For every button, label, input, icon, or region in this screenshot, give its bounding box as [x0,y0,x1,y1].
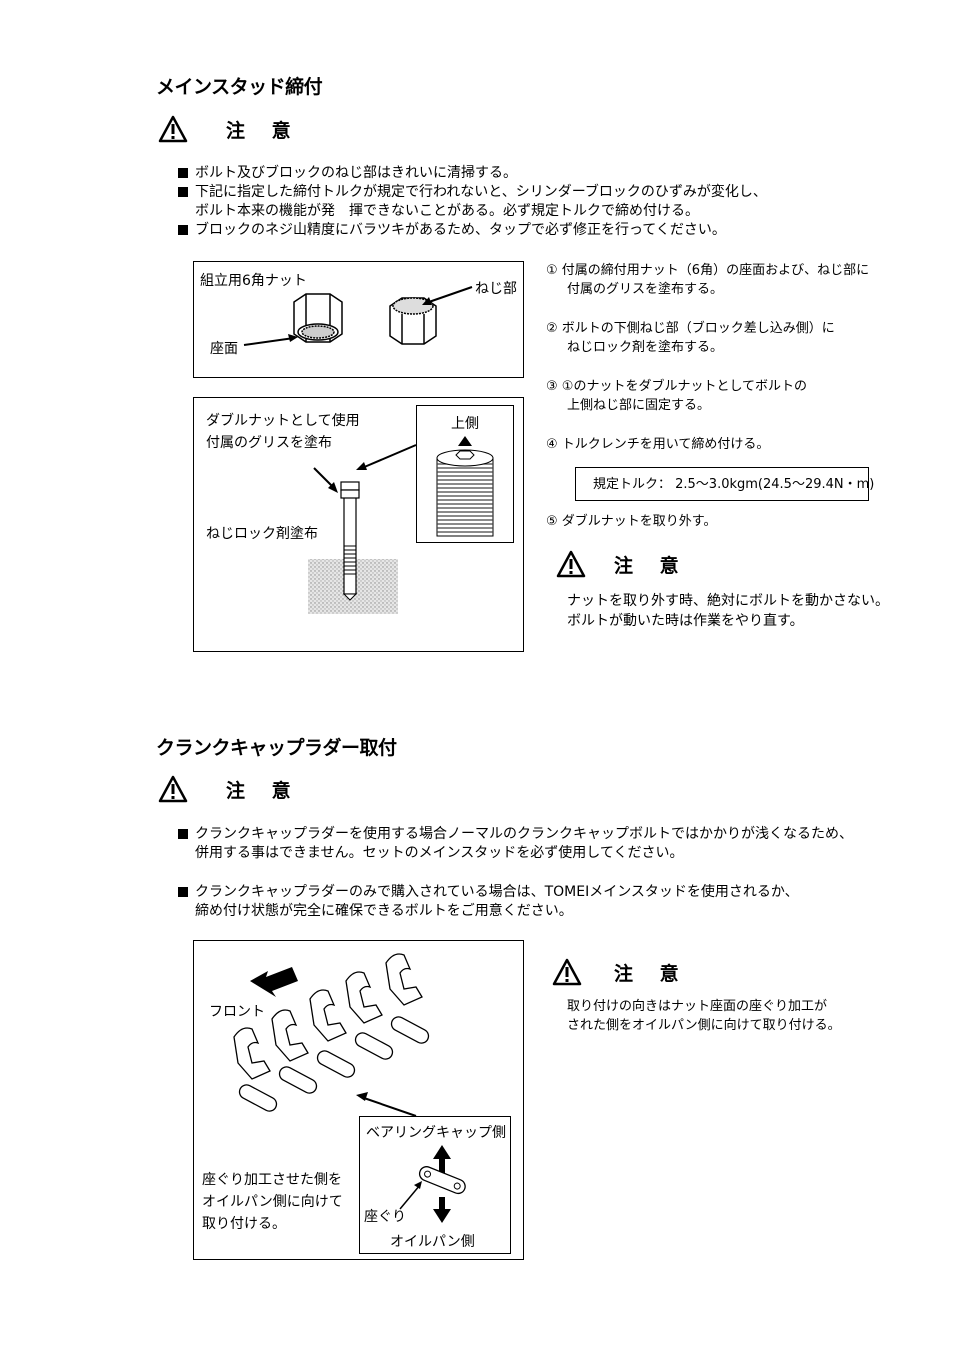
caution-bullet-2: クランクキャップラダーのみで購入されている場合は、TOMEIメインスタッドを使用… [178,883,799,921]
stud-figure: ダブルナットとして使用 付属のグリスを塗布 ねじロック剤塗布 上側 [193,397,524,652]
torque-spec: 規定トルク： 2.5～3.0kgm(24.5～29.4N・m) [593,476,875,492]
caution-bullet-1: クランクキャップラダーを使用する場合ノーマルのクランクキャップボルトではかかりが… [178,825,853,863]
grease-label: 付属のグリスを塗布 [206,435,332,451]
double-nut-label: ダブルナットとして使用 [206,413,360,429]
ladder-drawing [233,953,430,1117]
thread-label: ねじ部 [475,281,517,297]
torque-spec-box: 規定トルク： 2.5～3.0kgm(24.5～29.4N・m) [575,467,874,501]
ladder-figure: フロント 座ぐり加工させた側を オイルパン側に向けて 取り付ける。 ベアリングキ… [193,940,524,1260]
seat-label: 座面 [210,341,238,357]
front-label: フロント [209,1004,265,1020]
caution-label: 注 意 [226,119,301,142]
caution-bullet-list: ボルト及びブロックのねじ部はきれいに清掃する。 下記に指定した締付トルクが規定で… [178,164,767,240]
list-item: 下記に指定した締付トルクが規定で行われないと、シリンダーブロックのひずみが変化し… [178,183,767,202]
up-arrow-icon [458,436,472,446]
caution-header-4: 注 意 [552,958,689,986]
section-title-crank-cap-ladder: クランクキャップラダー取付 [156,737,397,759]
nut-figure: 組立用6角ナット 座面 ねじ部 [193,261,524,378]
upper-side-label: 上側 [451,416,479,432]
warning-icon [158,775,188,803]
step-2: ② ボルトの下側ねじ部（ブロック差し込み側）に ねじロック剤を塗布する。 [546,321,835,355]
bearing-side-label: ベアリングキャップ側 [366,1125,506,1141]
step-3: ③ ①のナットをダブルナットとしてボルトの 上側ねじ部に固定する。 [546,379,808,413]
caution-header-2: 注 意 [556,550,689,578]
warning-icon [552,958,582,986]
warning-icon [158,115,188,143]
list-item: ボルト本来の機能が発 揮できないことがある。必ず規定トルクで締め付ける。 [195,203,699,219]
orientation-inset: ベアリングキャップ側 座ぐり オイルパン側 [359,1116,511,1254]
caution-header: 注 意 [158,115,301,143]
down-arrow-icon [433,1209,451,1223]
list-item: ボルト及びブロックのねじ部はきれいに清掃する。 [178,164,767,183]
caution-text-4: 取り付けの向きはナット座面の座ぐり加工が された側をオイルパン側に向けて取り付け… [567,999,841,1033]
upper-side-inset: 上側 [416,405,514,543]
step-1-line2: 付属のグリスを塗布する。 [567,282,724,297]
counterbore-note: 座ぐり加工させた側を オイルパン側に向けて 取り付ける。 [202,1172,343,1232]
caution-label: 注 意 [614,962,689,985]
list-item: ブロックのネジ山精度にバラツキがあるため、タップで必ず修正を行ってください。 [178,221,767,240]
warning-icon [556,550,586,578]
step-4: ④ トルクレンチを用いて締め付ける。 [546,437,770,452]
section-title-main-stud: メインスタッド締付 [156,76,323,98]
stud-drawing [308,436,494,614]
nut-drawing [243,286,473,346]
caution-label: 注 意 [614,554,689,577]
caution-header-3: 注 意 [158,775,301,803]
caution-text-2: ナットを取り外す時、絶対にボルトを動かさない。 ボルトが動いた時は作業をやり直す… [567,593,889,629]
oilpan-side-label: オイルパン側 [390,1234,475,1250]
step-5: ⑤ ダブルナットを取り外す。 [546,514,717,529]
front-arrow-icon [250,967,298,997]
caution-label: 注 意 [226,779,301,802]
step-1: ① 付属の締付用ナット（6角）の座面および、ねじ部に [546,263,870,278]
counterbore-label: 座ぐり [364,1209,406,1225]
thread-lock-label: ねじロック剤塗布 [206,526,318,542]
up-arrow-icon [433,1145,451,1159]
step-list: ① 付属の締付用ナット（6角）の座面および、ねじ部に 付属のグリスを塗布する。 [546,261,869,299]
nut-figure-title: 組立用6角ナット [200,273,307,289]
